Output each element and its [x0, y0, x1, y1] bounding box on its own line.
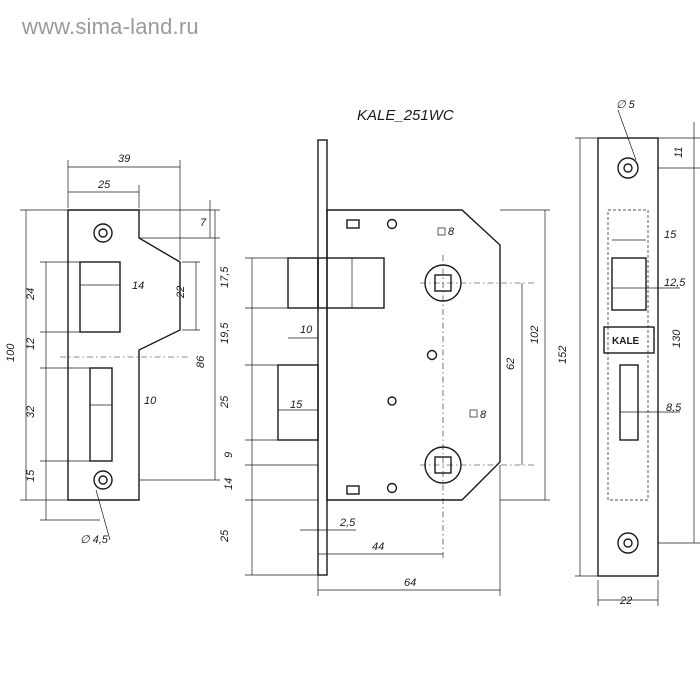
dim-15-bolt: 15: [290, 399, 303, 411]
screw-hole-bottom: [93, 470, 113, 490]
dim-22: 22: [175, 286, 187, 299]
screw-bottom: [386, 482, 398, 494]
faceplate-hole-top-inner: [623, 163, 633, 173]
screw-middle: [426, 349, 438, 361]
dim-102: 102: [529, 326, 541, 344]
lock-case: [326, 209, 501, 501]
dim-hole-5: ∅ 5: [616, 99, 636, 111]
dim-44: 44: [372, 541, 384, 553]
latch-body: [317, 257, 385, 309]
lock-body: KALE_251WC: [219, 107, 550, 596]
dim-25-bottom: 25: [219, 529, 231, 543]
brand-plate: [603, 326, 655, 354]
square-symbol-top: [437, 227, 446, 236]
latch-slot: [79, 261, 121, 333]
dead-bolt: [277, 364, 319, 441]
dim-14: 14: [132, 280, 144, 292]
dim-2-5: 2,5: [339, 517, 356, 529]
bolt-window: [619, 364, 639, 441]
dim-62: 62: [505, 358, 517, 370]
dim-8-5: 8,5: [666, 402, 682, 414]
dim-15: 15: [25, 469, 37, 482]
faceplate-outline: [597, 137, 659, 577]
dim-10: 10: [144, 395, 157, 407]
dim-25: 25: [97, 179, 111, 191]
latch-bolt: [287, 257, 319, 309]
faceplate-side: [317, 139, 328, 576]
faceplate-hole-top: [617, 157, 639, 179]
dim-9: 9: [223, 452, 235, 458]
dim-19-5: 19,5: [219, 322, 231, 344]
faceplate-hole-bottom-inner: [623, 538, 633, 548]
dim-8-top: 8: [448, 226, 455, 238]
pin-hole: [387, 396, 397, 406]
mount-slot-bottom: [346, 485, 360, 495]
dim-100: 100: [5, 343, 17, 362]
screw-hole-bottom-inner: [98, 475, 108, 485]
dim-39: 39: [118, 153, 130, 165]
dim-17-5: 17,5: [219, 266, 231, 288]
dim-25-bolt: 25: [219, 395, 231, 409]
brand-logo-text: KALE: [612, 336, 640, 347]
dim-12: 12: [25, 338, 37, 350]
screw-hole-top-inner: [98, 228, 108, 238]
watermark: www.sima-land.ru: [22, 14, 199, 39]
dim-7: 7: [200, 217, 207, 229]
dim-152: 152: [557, 346, 569, 364]
dim-86: 86: [195, 355, 207, 368]
screw-top: [386, 218, 398, 230]
dim-64: 64: [404, 577, 416, 589]
faceplate-hidden-body: [607, 209, 649, 501]
dim-8-bottom: 8: [480, 409, 487, 421]
dim-14-gap: 14: [223, 478, 235, 490]
dim-24: 24: [25, 288, 37, 301]
dim-hole-4-5: ∅ 4,5: [80, 534, 109, 546]
dim-10-latch: 10: [300, 324, 313, 336]
square-symbol-bottom: [469, 409, 478, 418]
faceplate-hole-bottom: [617, 532, 639, 554]
mount-slot-top: [346, 219, 360, 229]
dim-12-5: 12,5: [664, 277, 686, 289]
latch-window: [611, 257, 647, 311]
strike-plate-outline: [67, 209, 181, 501]
model-title: KALE_251WC: [357, 107, 454, 124]
dim-32: 32: [25, 406, 37, 418]
dim-130: 130: [671, 329, 683, 348]
bolt-slot: [89, 367, 113, 462]
dim-22-width: 22: [619, 595, 632, 607]
screw-hole-top: [93, 223, 113, 243]
faceplate: KALE ∅ 5 11 15 12,5 130 152 8,: [557, 99, 700, 607]
dim-15-window: 15: [664, 229, 677, 241]
strike-plate: 39 25 7 14 22 10 86 100 24 12 32 15 ∅ 4,…: [5, 153, 220, 546]
dim-11: 11: [673, 147, 685, 158]
